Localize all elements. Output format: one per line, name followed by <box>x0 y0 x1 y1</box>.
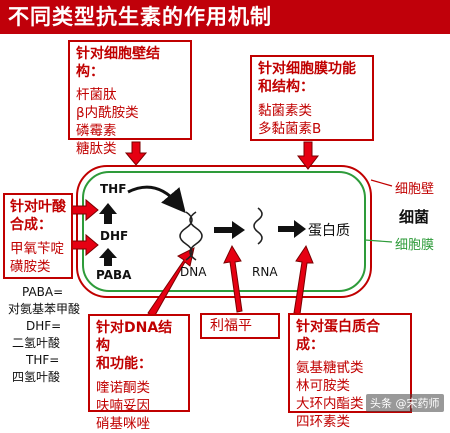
rna-label: RNA <box>252 265 278 279</box>
paba-label: PABA <box>96 268 132 282</box>
rna-strand <box>253 207 263 245</box>
protein-drugs-heading: 针对蛋白质合成： <box>296 319 380 353</box>
cell-wall-drug-item: β内酰胺类 <box>76 105 139 121</box>
dhf-label: DHF <box>100 229 129 243</box>
folate-drug-item: 磺胺类 <box>10 259 51 275</box>
protein-drug-item: 大环内酯类 <box>296 396 364 412</box>
membrane-leader-line <box>364 239 393 243</box>
cell-wall-drugs-heading: 针对细胞壁结构： <box>76 46 160 80</box>
cell-wall-drug-item: 磷霉素 <box>76 123 117 139</box>
cell-wall-drug-item: 糖肽类 <box>76 141 117 157</box>
cell-membrane-drugs-heading-line2: 和结构： <box>258 79 314 95</box>
dna-drugs-heading-line2: 和功能： <box>96 356 152 372</box>
abbr-thf-value: 四氢叶酸 <box>12 370 61 384</box>
cell-wall-label: 细胞壁 <box>395 182 435 197</box>
cell-membrane-drug-item: 黏菌素类 <box>258 103 312 119</box>
cell-membrane-drugs-box: 针对细胞膜功能 和结构： 黏菌素类 多黏菌素B <box>250 55 374 141</box>
wall-red-arrow <box>124 141 148 166</box>
abbr-thf-key: THF= <box>26 353 60 367</box>
rna-to-protein-arrow <box>278 220 306 238</box>
cell-wall <box>76 165 372 298</box>
cell-wall-drugs-box: 针对细胞壁结构： 杆菌肽 β内酰胺类 磷霉素 糖肽类 <box>68 40 192 157</box>
watermark: 头条 @宋药师 <box>366 394 444 412</box>
mechanism-diagram <box>71 141 393 318</box>
cell-membrane-drug-item: 多黏菌素B <box>258 121 322 137</box>
dhf-to-thf-arrow <box>99 203 117 224</box>
dna-helix <box>179 211 203 261</box>
folate-drugs-heading-line2: 合成： <box>10 217 52 233</box>
dna-drugs-box: 针对DNA结构 和功能： 喹诺酮类 呋喃妥因 硝基咪唑 <box>88 314 190 432</box>
wall-leader-line <box>370 179 393 187</box>
thf-to-dna-arrow <box>127 185 186 214</box>
abbr-paba-key: PABA= <box>22 285 64 299</box>
rifampin-box: 利福平 <box>200 313 280 339</box>
thf-label: THF <box>100 182 127 196</box>
abbr-dhf-value: 二氢叶酸 <box>12 336 61 350</box>
dna-label: DNA <box>180 265 207 279</box>
dna-drug-item: 喹诺酮类 <box>96 380 150 396</box>
cell-membrane-drugs-heading-line1: 针对细胞膜功能 <box>258 61 356 77</box>
abbr-dhf-key: DHF= <box>26 319 62 333</box>
rifampin-red-arrow <box>223 244 243 313</box>
protein-drug-item: 林可胺类 <box>296 378 350 394</box>
dna-to-rna-arrow <box>214 221 245 239</box>
protein-drug-item: 四环素类 <box>296 414 350 430</box>
page-title: 不同类型抗生素的作用机制 <box>0 0 450 34</box>
membrane-red-arrow <box>296 141 320 170</box>
folate-red-arrow-lower <box>71 233 99 257</box>
dna-drugs-heading-line1: 针对DNA结构 <box>96 320 173 354</box>
folate-drugs-box: 针对叶酸 合成： 甲氧苄啶 磺胺类 <box>3 193 73 279</box>
rifampin-label: 利福平 <box>210 318 252 334</box>
cell-membrane-label: 细胞膜 <box>395 238 435 253</box>
folate-drug-item: 甲氧苄啶 <box>10 241 64 257</box>
protein-label: 蛋白质 <box>308 223 350 239</box>
dna-drug-item: 呋喃妥因 <box>96 398 150 414</box>
cell-membrane <box>82 171 366 292</box>
bacteria-label: 细菌 <box>399 208 430 226</box>
folate-drugs-heading-line1: 针对叶酸 <box>10 199 66 215</box>
folate-red-arrow-upper <box>71 198 99 222</box>
protein-red-arrow <box>293 244 314 315</box>
paba-to-dhf-arrow <box>99 248 117 266</box>
abbreviation-legend: PABA= 对氨基苯甲酸 DHF= 二氢叶酸 THF= 四氢叶酸 <box>4 284 84 386</box>
abbr-paba-value: 对氨基苯甲酸 <box>7 302 80 316</box>
protein-drug-item: 氨基糖甙类 <box>296 360 364 376</box>
cell-wall-drug-item: 杆菌肽 <box>76 87 117 103</box>
